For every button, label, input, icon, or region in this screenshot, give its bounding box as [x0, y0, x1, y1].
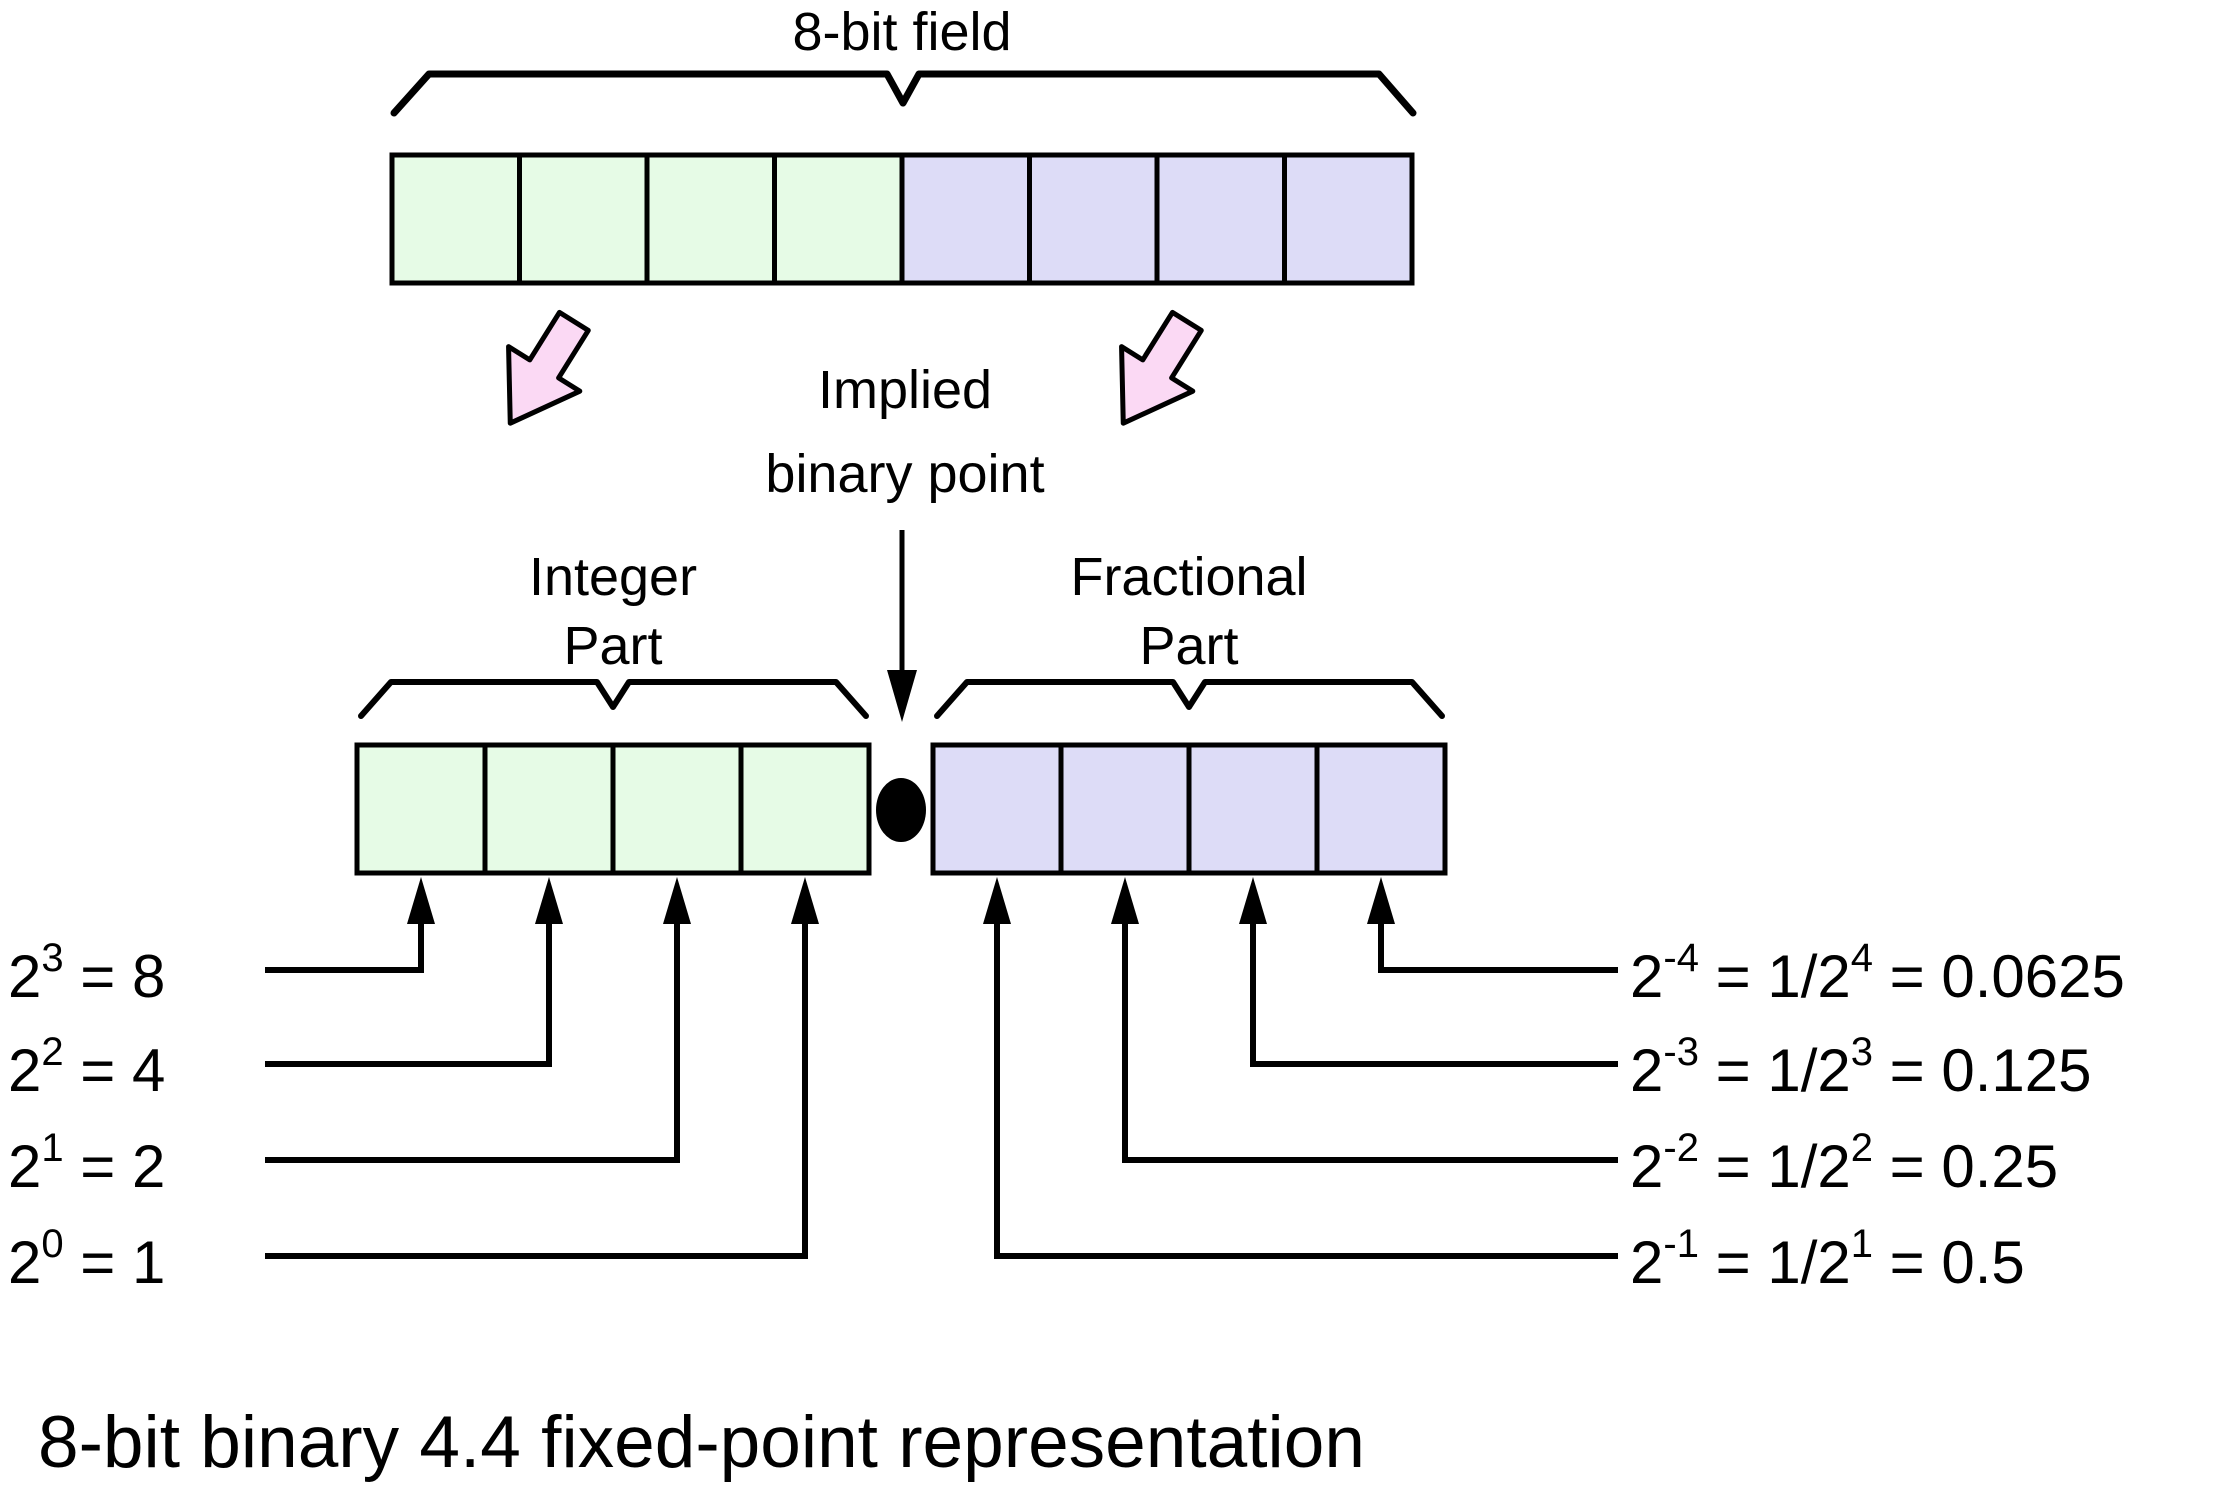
- connector-2e3: [265, 916, 424, 973]
- integer-weight-labels: 23 = 8 22 = 4 21 = 2 20 = 1: [8, 936, 165, 1296]
- integer-bit-cell-2: [482, 742, 616, 876]
- integer-weight-label-2: 21 = 2: [8, 1126, 165, 1200]
- connector-2e0-arrowhead-icon: [791, 877, 819, 924]
- connector-2e2-arrowhead-icon: [535, 877, 563, 924]
- top-bit-cell-4: [772, 152, 905, 286]
- connector-2e3-arrowhead-icon: [407, 877, 435, 924]
- binary-point-dot: [876, 778, 926, 842]
- implied-binary-point-label-line2: binary point: [765, 444, 1044, 504]
- top-bit-cell-6: [1027, 152, 1160, 286]
- connector-2e-4-arrowhead-icon: [1367, 877, 1395, 924]
- connector-2e-4: [1378, 916, 1618, 973]
- integer-bit-cell-3: [610, 742, 744, 876]
- top-bit-cell-2: [517, 152, 650, 286]
- fractional-weight-label-0625: 2-4 = 1/24 = 0.0625: [1630, 936, 2125, 1010]
- integer-part-label-line1: Integer: [529, 547, 697, 607]
- fractional-bit-cell-3: [1186, 742, 1320, 876]
- top-bit-row: [389, 152, 1415, 286]
- fractional-bit-cell-2: [1058, 742, 1192, 876]
- fractional-bit-cell-4: [1314, 742, 1448, 876]
- implied-point-arrowhead-icon: [887, 670, 917, 722]
- fractional-weight-connectors: [983, 877, 1618, 1259]
- connector-2e1: [265, 916, 680, 1163]
- top-bit-cell-5: [899, 152, 1032, 286]
- top-brace: [390, 70, 1417, 117]
- connector-2e-3: [1250, 916, 1618, 1067]
- diagram-caption: 8-bit binary 4.4 fixed-point representat…: [38, 1402, 1365, 1483]
- connector-2e-1-arrowhead-icon: [983, 877, 1011, 924]
- connector-2e1-arrowhead-icon: [663, 877, 691, 924]
- integer-bit-cell-4: [738, 742, 872, 876]
- implied-point-arrow: [887, 530, 917, 722]
- connector-2e0: [265, 916, 808, 1259]
- integer-bit-row: [354, 742, 872, 876]
- fractional-weight-label-25: 2-2 = 1/22 = 0.25: [1630, 1126, 2058, 1200]
- connector-2e-2-arrowhead-icon: [1111, 877, 1139, 924]
- integer-weight-label-4: 22 = 4: [8, 1030, 165, 1104]
- top-bit-cell-8: [1282, 152, 1415, 286]
- connector-2e-2: [1122, 916, 1618, 1163]
- connector-2e2: [265, 916, 552, 1067]
- integer-weight-label-8: 23 = 8: [8, 936, 165, 1010]
- top-bit-cell-7: [1154, 152, 1287, 286]
- connector-2e-1: [994, 916, 1618, 1259]
- integer-weight-connectors: [265, 877, 819, 1259]
- top-field-label: 8-bit field: [792, 2, 1011, 62]
- fractional-weight-label-125: 2-3 = 1/23 = 0.125: [1630, 1030, 2092, 1104]
- fractional-weight-label-5: 2-1 = 1/21 = 0.5: [1630, 1222, 2025, 1296]
- fractional-part-brace: [934, 679, 1445, 719]
- integer-part-brace: [358, 679, 869, 719]
- fractional-bit-row: [930, 742, 1448, 876]
- fractional-part-label-line2: Part: [1139, 616, 1238, 676]
- fractional-bit-cell-1: [930, 742, 1064, 876]
- fractional-weight-labels: 2-4 = 1/24 = 0.0625 2-3 = 1/23 = 0.125 2…: [1630, 936, 2125, 1296]
- split-arrow-right-icon: [1119, 309, 1204, 426]
- integer-part-label-line2: Part: [563, 616, 662, 676]
- connector-2e-3-arrowhead-icon: [1239, 877, 1267, 924]
- top-bit-cell-1: [389, 152, 522, 286]
- top-bit-cell-3: [644, 152, 777, 286]
- split-arrow-left-icon: [506, 309, 591, 426]
- fractional-part-label-line1: Fractional: [1070, 547, 1307, 607]
- integer-bit-cell-1: [354, 742, 488, 876]
- integer-weight-label-1: 20 = 1: [8, 1222, 165, 1296]
- implied-binary-point-label-line1: Implied: [818, 360, 992, 420]
